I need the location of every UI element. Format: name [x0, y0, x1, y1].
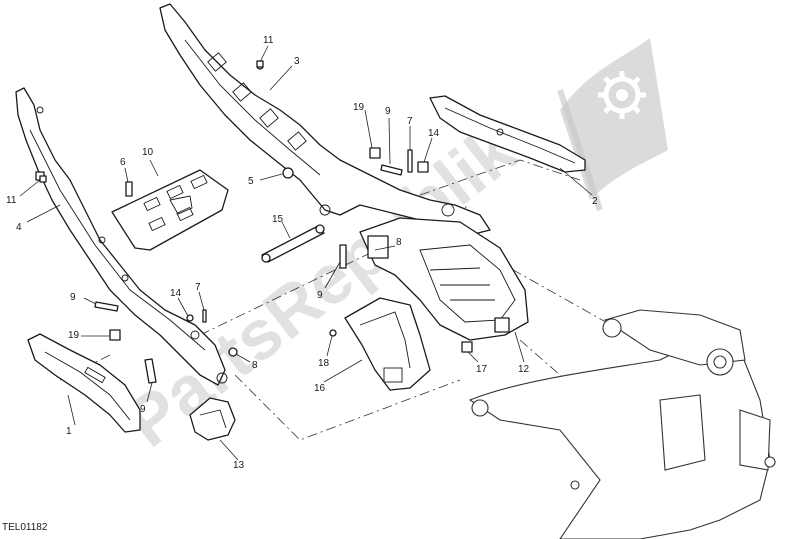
callout-2: 2 — [592, 196, 598, 207]
part-lower-bracket — [344, 297, 431, 391]
callout-9-top: 9 — [385, 106, 391, 117]
callout-19-top: 19 — [353, 102, 365, 113]
watermark-gear-icon — [598, 71, 646, 119]
part-right-side-cover — [429, 95, 586, 173]
callout-11-left: 11 — [6, 195, 17, 206]
part-mounting-plate — [111, 169, 229, 251]
callout-3: 3 — [294, 56, 300, 67]
watermark-flag-icon — [560, 38, 668, 200]
callout-9-left: 9 — [70, 292, 76, 303]
part-bolt-7-left — [202, 309, 207, 323]
callout-1: 1 — [66, 426, 72, 437]
callout-5: 5 — [248, 176, 254, 187]
callout-17: 17 — [476, 364, 488, 375]
callout-12: 12 — [518, 364, 530, 375]
part-bolt-9-lower — [144, 358, 157, 384]
part-spacer-19-top — [369, 147, 381, 159]
part-bolt-9-top — [380, 164, 403, 176]
callout-4: 4 — [16, 222, 22, 233]
callout-8-right: 8 — [396, 237, 402, 248]
callout-7-top: 7 — [407, 116, 413, 127]
callout-13: 13 — [233, 460, 245, 471]
callout-14-left: 14 — [170, 288, 182, 299]
part-bolt-9-left — [94, 301, 119, 312]
callout-15: 15 — [272, 214, 284, 225]
callout-11-top: 11 — [263, 35, 274, 46]
part-spacer-19-left — [109, 329, 121, 341]
callout-9-lower: 9 — [140, 404, 146, 415]
part-clip-14-top — [417, 161, 429, 173]
callout-9-middle: 9 — [317, 290, 323, 301]
part-nut-11-top — [256, 60, 264, 68]
part-bolt-7-top — [407, 149, 413, 173]
leader-lines — [19, 45, 593, 461]
part-nut-5 — [282, 167, 294, 179]
callout-18: 18 — [318, 358, 330, 369]
part-left-side-cover — [27, 333, 141, 433]
part-nut-11-left — [39, 175, 47, 183]
part-washer-14-left — [186, 314, 194, 322]
part-spacer-17 — [461, 341, 473, 353]
drawing-code: TEL01182 — [2, 522, 48, 533]
part-bolt-6 — [125, 181, 133, 197]
hardware — [39, 60, 473, 384]
callout-8-left: 8 — [252, 360, 258, 371]
part-strut — [261, 224, 325, 263]
main-frame — [468, 309, 776, 539]
callout-14-top: 14 — [428, 128, 440, 139]
part-bolt-9-middle — [339, 244, 347, 269]
callout-6: 6 — [120, 157, 126, 168]
callout-10: 10 — [142, 147, 154, 158]
watermark-flag-pole — [557, 89, 603, 211]
part-washer-18 — [329, 329, 337, 337]
callout-16: 16 — [314, 383, 326, 394]
callout-7-left: 7 — [195, 282, 201, 293]
part-nut-8-left — [228, 347, 238, 357]
callouts: 1 2 3 4 5 6 7 7 8 8 9 9 9 9 10 11 11 12 … — [6, 35, 598, 471]
part-small-guard — [189, 397, 236, 441]
callout-19-left: 19 — [68, 330, 80, 341]
